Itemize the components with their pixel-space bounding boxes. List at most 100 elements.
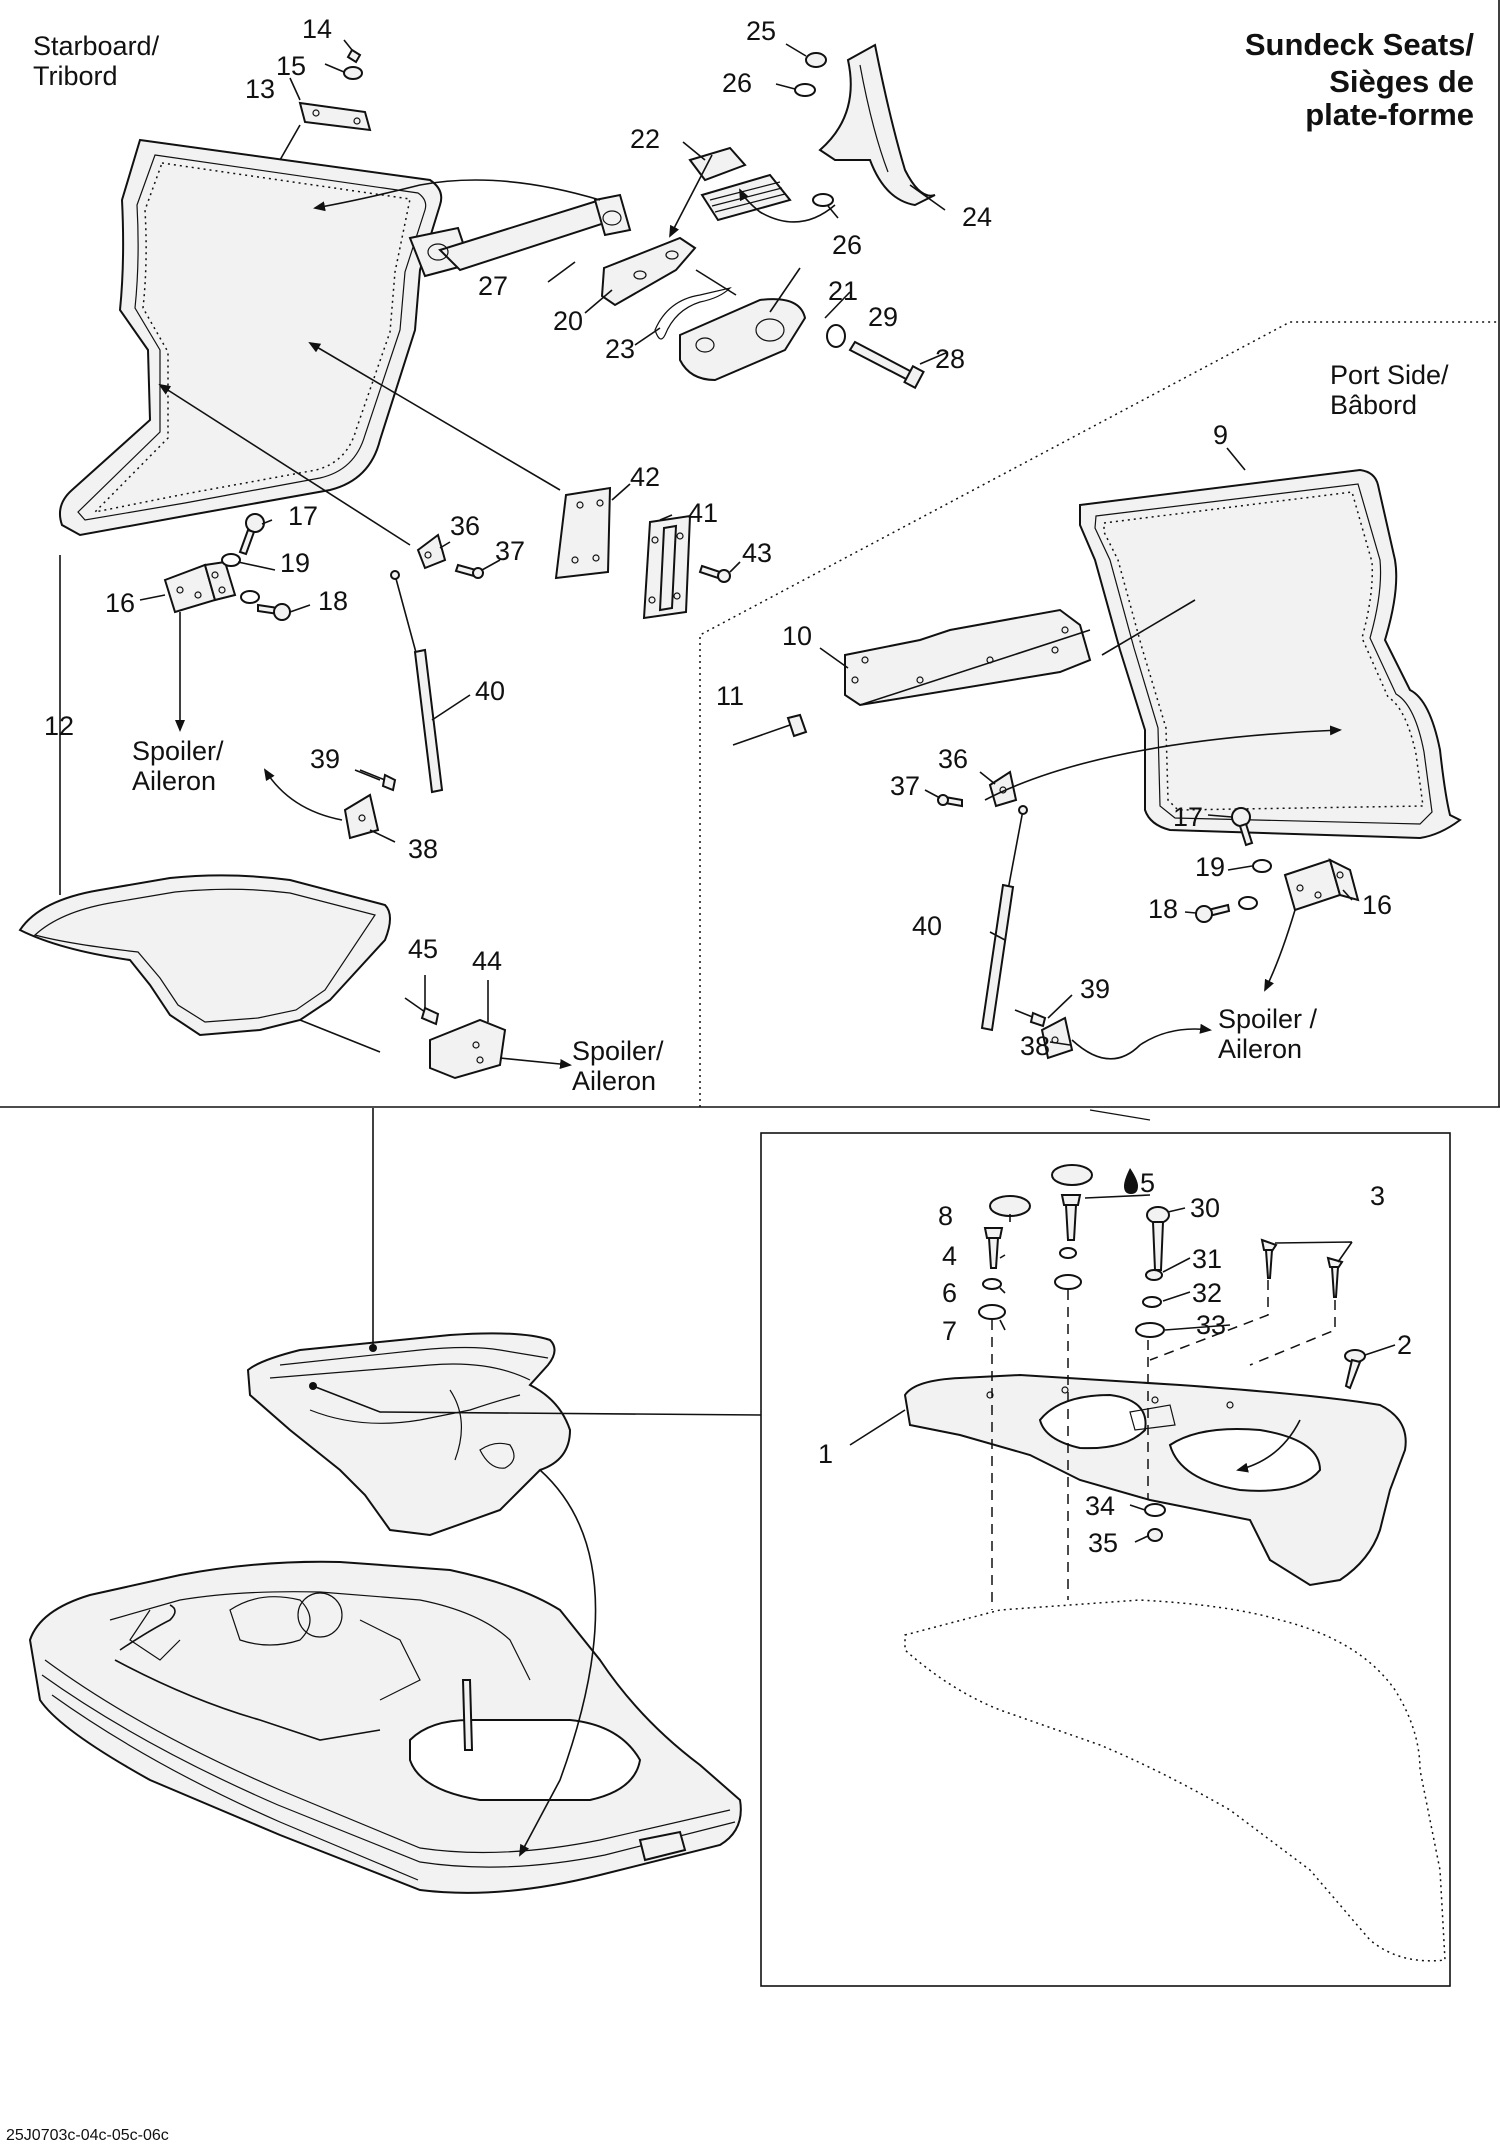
washers-19-starboard xyxy=(221,553,260,604)
screws-3 xyxy=(1260,1238,1344,1298)
screw-18-port xyxy=(1195,903,1231,923)
callout-16-starboard: 16 xyxy=(105,588,135,618)
hinge-41 xyxy=(642,514,692,620)
boat-hull-overview xyxy=(28,1560,742,1894)
alignment-dashed-lines xyxy=(991,1280,1336,1610)
bracket-36-starboard xyxy=(416,533,447,570)
callout-22: 22 xyxy=(630,124,660,154)
washers-19-port xyxy=(1238,859,1272,910)
starboard-label-2: Tribord xyxy=(33,61,118,91)
callout-21: 21 xyxy=(828,276,858,306)
starboard-label-1: Starboard/ xyxy=(33,31,160,61)
callout-39-starboard: 39 xyxy=(310,744,340,774)
callout-7: 7 xyxy=(942,1316,957,1346)
spoiler-cushion xyxy=(18,874,391,1037)
callout-18-starboard: 18 xyxy=(318,586,348,616)
spoiler-label-port-1: Spoiler / xyxy=(1218,1004,1318,1034)
callout-9: 9 xyxy=(1213,420,1228,450)
callout-4: 4 xyxy=(942,1241,957,1271)
callout-31: 31 xyxy=(1192,1244,1222,1274)
callout-36-port: 36 xyxy=(938,744,968,774)
starboard-seat-backrest xyxy=(59,138,443,537)
callout-16-port: 16 xyxy=(1362,890,1392,920)
screw-2 xyxy=(1344,1349,1366,1390)
title-line-3: plate-forme xyxy=(1305,97,1474,132)
screw-30 xyxy=(1146,1206,1170,1271)
callout-12: 12 xyxy=(44,711,74,741)
port-seat-backrest xyxy=(1079,468,1462,840)
inset-seat-base-frame xyxy=(760,1132,1451,1987)
callout-17-port: 17 xyxy=(1173,802,1203,832)
port-side-label-1: Port Side/ xyxy=(1330,360,1449,390)
callout-38-port: 38 xyxy=(1020,1031,1050,1061)
rivet-39-port xyxy=(1014,1009,1047,1028)
leader-seat-to-inset xyxy=(312,1385,762,1416)
callout-leaders xyxy=(139,77,1396,1543)
callout-19-port: 19 xyxy=(1195,852,1225,882)
spoiler-label-bottom-2: Aileron xyxy=(572,1066,656,1096)
plug-8 xyxy=(989,1195,1031,1217)
screw-17-port xyxy=(1231,807,1254,847)
callout-35: 35 xyxy=(1088,1528,1118,1558)
callout-29: 29 xyxy=(868,302,898,332)
callout-1: 1 xyxy=(818,1439,833,1469)
spoiler-label-starboard-2: Aileron xyxy=(132,766,216,796)
callout-38-starboard: 38 xyxy=(408,834,438,864)
gas-strut-40-starboard xyxy=(390,570,444,794)
rivet-45 xyxy=(404,997,440,1026)
nut-31-washer-32-33 xyxy=(1135,1269,1165,1338)
latch-body-21 xyxy=(679,298,807,382)
latch-handle-22 xyxy=(688,146,792,222)
bracket-44 xyxy=(429,1018,507,1080)
callout-28: 28 xyxy=(935,344,965,374)
callout-26-top: 26 xyxy=(722,68,752,98)
washers-6-7 xyxy=(978,1247,1082,1320)
callout-41: 41 xyxy=(688,498,718,528)
plug-8b xyxy=(1051,1164,1093,1186)
callout-43: 43 xyxy=(742,538,772,568)
callout-40-port: 40 xyxy=(912,911,942,941)
nut-15 xyxy=(324,63,363,80)
callout-19-starboard: 19 xyxy=(280,548,310,578)
screw-28 xyxy=(848,340,949,390)
callout-25: 25 xyxy=(746,16,776,46)
callout-18-port: 18 xyxy=(1148,894,1178,924)
drawing-code: 25J0703c-04c-05c-06c xyxy=(6,2127,169,2144)
spoiler-label-starboard-1: Spoiler/ xyxy=(132,736,224,766)
plate-42 xyxy=(554,486,612,580)
callout-8: 8 xyxy=(938,1201,953,1231)
callout-2: 2 xyxy=(1397,1330,1412,1360)
callout-32: 32 xyxy=(1192,1278,1222,1308)
callout-17-starboard: 17 xyxy=(288,501,318,531)
latch-plate-20 xyxy=(600,236,697,307)
washer-26-top xyxy=(775,83,816,97)
callout-5: 5 xyxy=(1140,1168,1155,1198)
mounting-plate-10 xyxy=(844,608,1092,707)
strap-24 xyxy=(818,43,936,207)
title-line-1: Sundeck Seats/ xyxy=(1245,27,1475,62)
callout-33: 33 xyxy=(1196,1310,1226,1340)
port-side-label-2: Bâbord xyxy=(1330,390,1417,420)
callout-14: 14 xyxy=(302,14,332,44)
washer-26-bottom xyxy=(812,193,839,219)
top-section-frame xyxy=(0,0,1500,1108)
screw-4 xyxy=(983,1227,1004,1269)
diagram-title: Sundeck Seats/ Sièges de plate-forme xyxy=(1245,27,1475,132)
callout-39-port: 39 xyxy=(1080,974,1110,1004)
callout-40-starboard: 40 xyxy=(475,676,505,706)
screw-5 xyxy=(1060,1194,1082,1241)
callout-10: 10 xyxy=(782,621,812,651)
callout-44: 44 xyxy=(472,946,502,976)
spoiler-label-bottom-1: Spoiler/ xyxy=(572,1036,664,1066)
port-side-dotted-divider xyxy=(699,321,1499,1107)
lubricant-drop-icon xyxy=(1124,1168,1138,1194)
callout-42: 42 xyxy=(630,462,660,492)
callout-20: 20 xyxy=(553,306,583,336)
callout-23: 23 xyxy=(605,334,635,364)
callout-24: 24 xyxy=(962,202,992,232)
callout-37-starboard: 37 xyxy=(495,536,525,566)
hinge-16-port xyxy=(1283,858,1360,912)
hinge-strap-13 xyxy=(279,101,372,161)
arrow-seat-to-boat xyxy=(519,1469,597,1857)
